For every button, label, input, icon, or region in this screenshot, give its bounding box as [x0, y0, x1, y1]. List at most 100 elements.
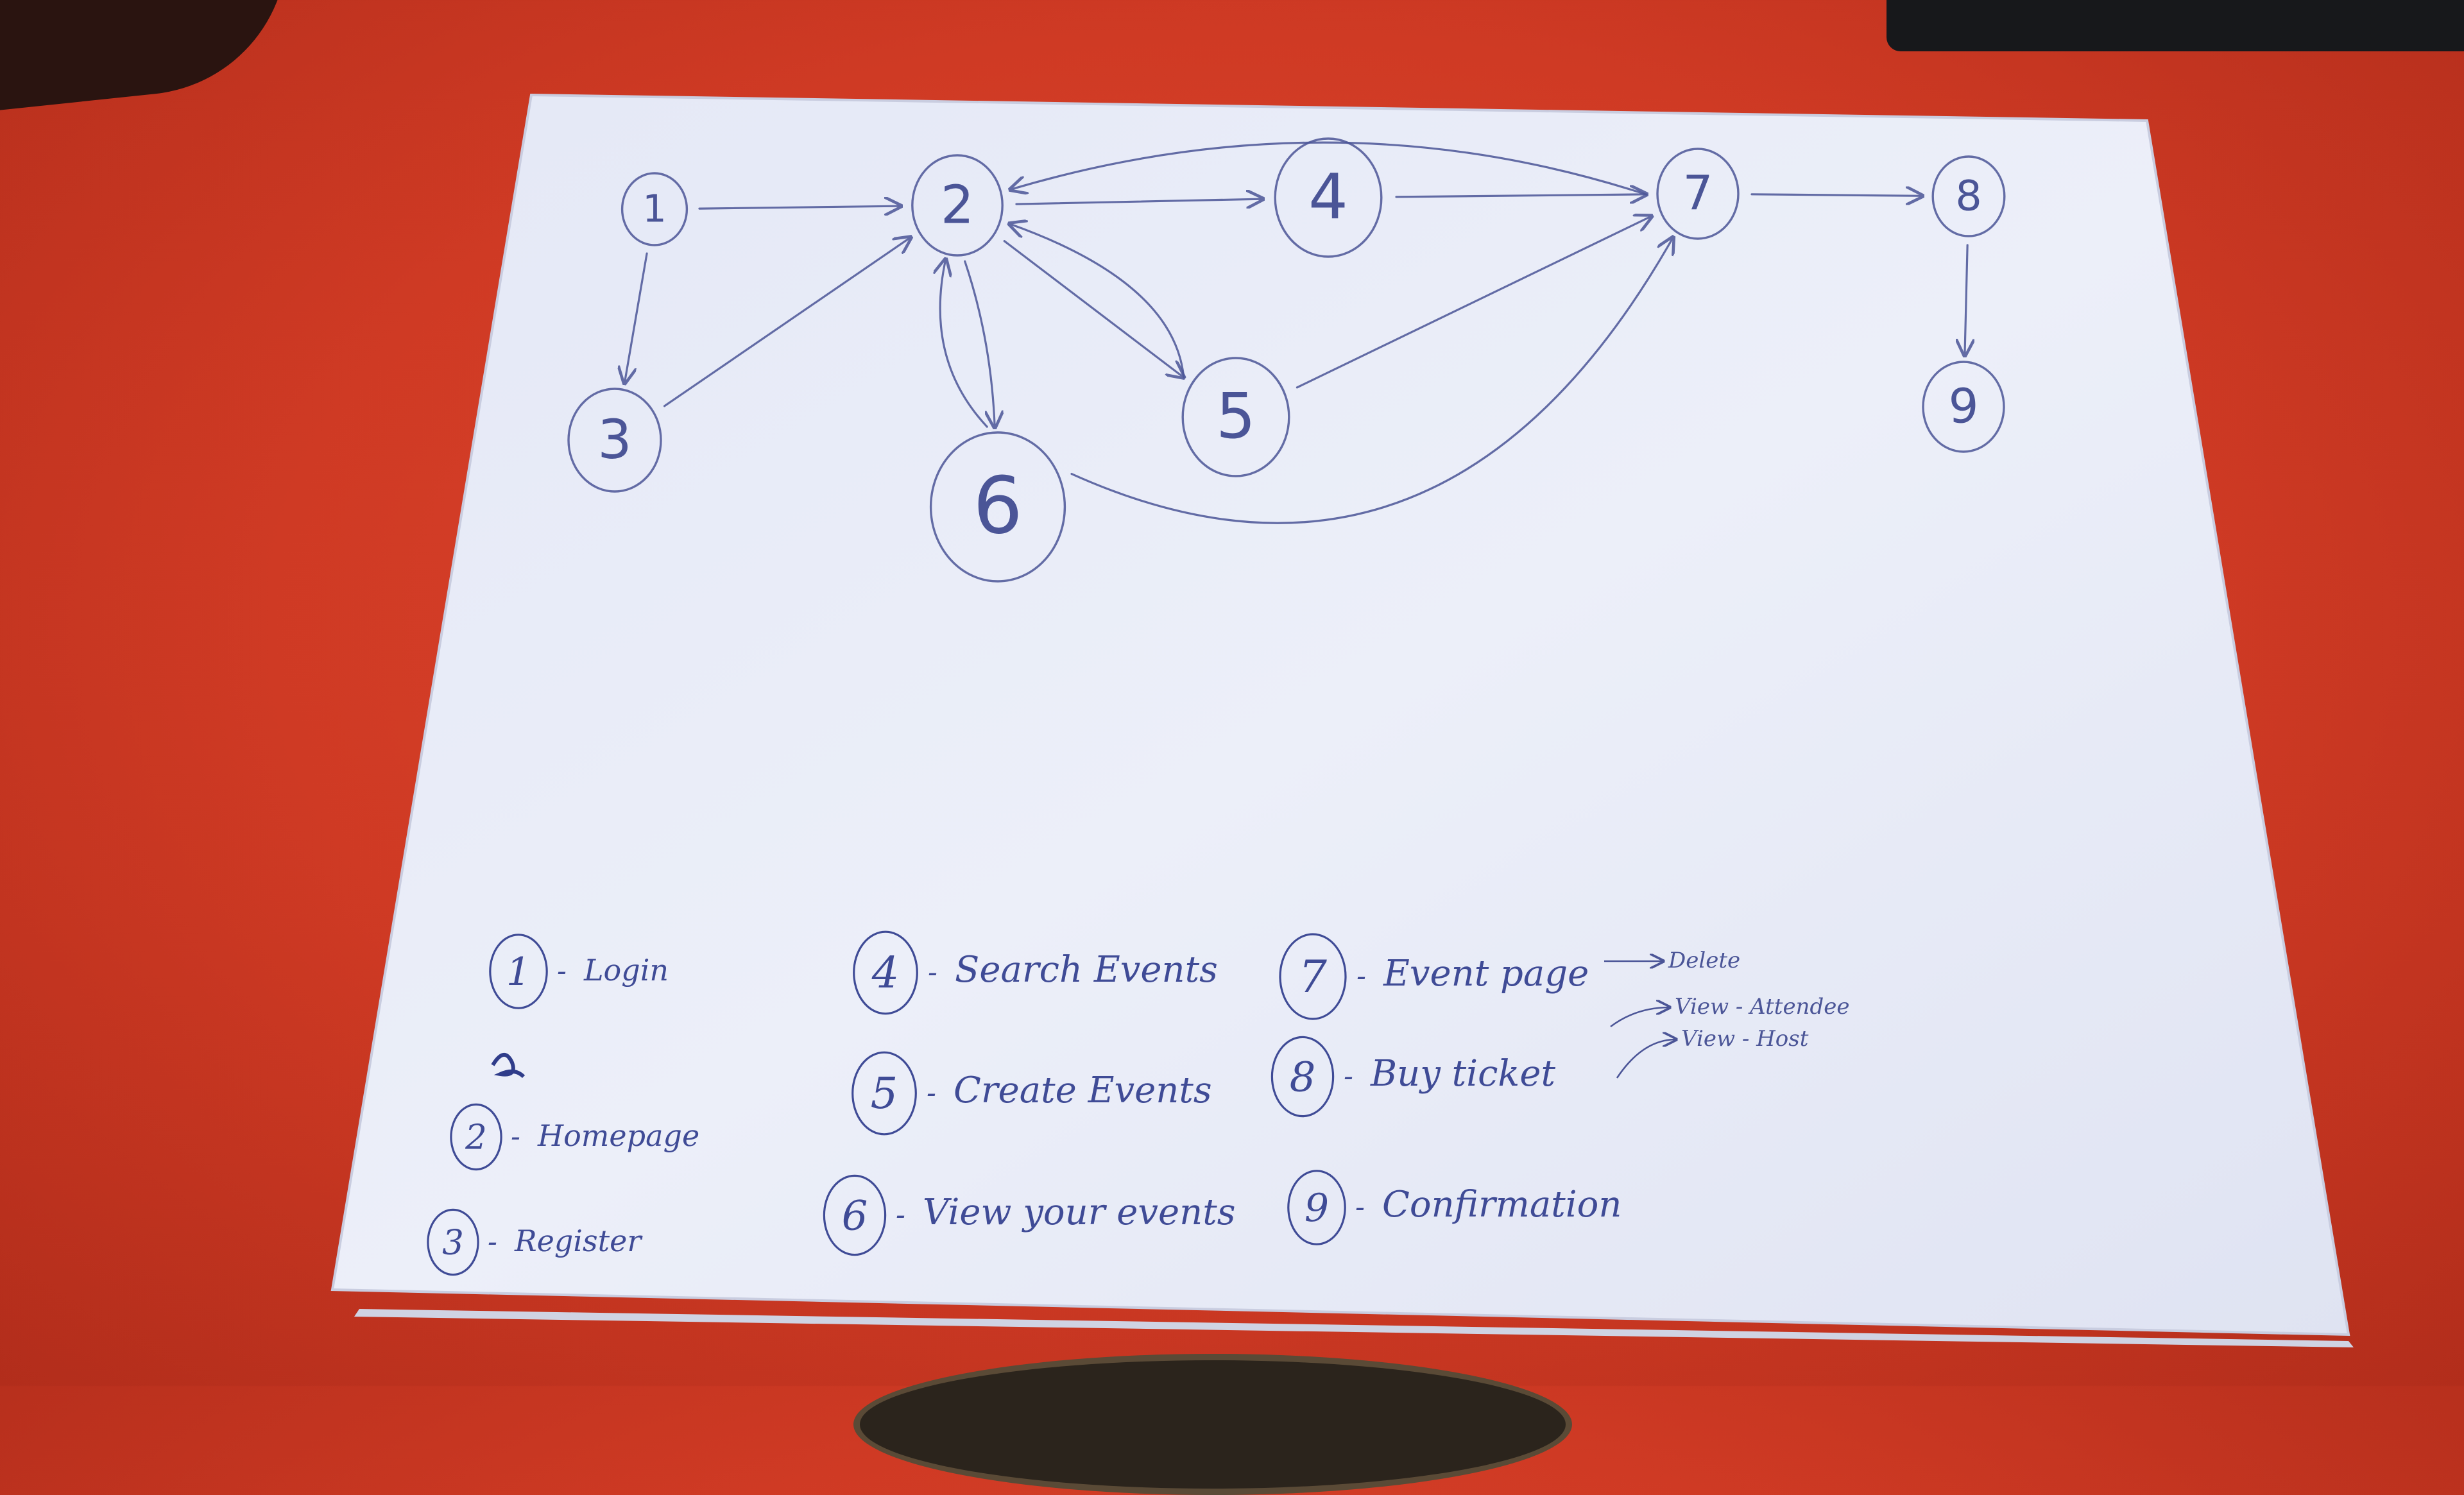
node-label: 5: [1216, 380, 1256, 452]
node-layer: 1 2 3 4 5 6 7 8 9: [567, 137, 2006, 583]
node-circle: [1274, 137, 1383, 258]
legend-circle: [823, 1174, 887, 1256]
node-3: 3: [567, 388, 662, 493]
legend-number: 9: [1305, 1186, 1329, 1231]
legend-circle: [1287, 1170, 1346, 1245]
edge-2-to-5: [1003, 240, 1184, 378]
action-arrow: [1616, 1039, 1676, 1079]
edge-2-to-6: [964, 260, 995, 427]
edge-7-to-2: [1010, 141, 1648, 196]
edge-6-to-7: [1070, 237, 1673, 524]
legend-text: Register: [514, 1224, 643, 1258]
edge-5-to-7: [1296, 216, 1652, 389]
edge-1-to-2: [698, 206, 901, 209]
legend-circle: [853, 930, 918, 1015]
legend-dash: -: [1356, 960, 1366, 993]
edge-7-to-8: [1750, 194, 1922, 196]
legend-entry-4: 4-Search Events: [853, 930, 1218, 1015]
node-circle: [1656, 148, 1740, 240]
node-circle: [1931, 155, 2006, 237]
paper-surface: [330, 93, 2350, 1337]
node-label: 7: [1682, 166, 1713, 221]
edge-4-to-7: [1395, 194, 1647, 197]
legend-entry-9: 9-Confirmation: [1287, 1170, 1621, 1245]
edge-2-to-4: [1015, 199, 1263, 204]
edge-3-to-2: [663, 237, 911, 407]
legend-entry-5: 5-Create Events: [851, 1051, 1212, 1136]
legend-dash: -: [896, 1199, 905, 1231]
node-1: 1: [620, 172, 689, 246]
node-6: 6: [929, 431, 1066, 583]
legend-entry-7: 7-Event page: [1279, 933, 1589, 1020]
node-circle: [1922, 361, 2005, 453]
node-7: 7: [1656, 148, 1740, 240]
legend-dash: -: [1344, 1060, 1353, 1093]
legend-text: Confirmation: [1382, 1184, 1621, 1226]
legend-number: 3: [442, 1223, 464, 1262]
node-circle: [911, 154, 1004, 257]
legend-circle: [851, 1051, 917, 1136]
node-circle: [620, 172, 689, 246]
legend-number: 1: [506, 950, 531, 995]
legend-circle: [427, 1208, 479, 1276]
action-1: View - Attendee: [1675, 994, 1849, 1020]
legend-number: 5: [871, 1068, 898, 1118]
legend-entry-3: 3-Register: [427, 1208, 643, 1276]
ink-scribble: [491, 1053, 526, 1079]
node-label: 3: [597, 408, 631, 471]
node-2: 2: [911, 154, 1004, 257]
legend-circle: [489, 934, 548, 1009]
node-circle: [1181, 357, 1290, 477]
legend-circle: [1270, 1036, 1335, 1118]
node-label: 4: [1308, 160, 1348, 233]
legend-dash: -: [928, 956, 937, 989]
legend-dash: -: [488, 1226, 497, 1258]
legend-text: Homepage: [537, 1118, 699, 1153]
legend-text: Buy ticket: [1370, 1053, 1556, 1095]
action-arrow: [1610, 1007, 1670, 1028]
legend-number: 6: [842, 1192, 868, 1240]
legend-number: 4: [871, 948, 900, 998]
legend-entry-2: 2-Homepage: [450, 1103, 699, 1171]
node-8: 8: [1931, 155, 2006, 237]
node-circle: [929, 431, 1066, 583]
node-4: 4: [1274, 137, 1383, 258]
edge-layer: [624, 141, 1967, 524]
legend-dash: -: [557, 955, 567, 987]
legend-text: View your events: [923, 1192, 1235, 1233]
node-label: 9: [1948, 379, 1978, 434]
laptop-edge-top-right: [1887, 0, 2464, 51]
node-label: 1: [642, 187, 667, 231]
legend-text: Search Events: [955, 949, 1218, 991]
legend-dash: -: [511, 1120, 520, 1153]
node-circle: [567, 388, 662, 493]
legend-entry-8: 8-Buy ticket: [1270, 1036, 1556, 1118]
node-label: 2: [941, 175, 974, 235]
legend-text: Event page: [1383, 953, 1589, 995]
legend-dash: -: [1355, 1191, 1365, 1224]
legend-circle: [450, 1103, 502, 1171]
node-9: 9: [1922, 361, 2005, 453]
legend-dash: -: [927, 1077, 936, 1109]
legend-number: 7: [1299, 952, 1327, 1003]
action-0: Delete: [1668, 948, 1740, 973]
paper-stack-edge: [354, 1309, 2354, 1347]
edge-6-to-2: [940, 259, 988, 428]
legend-number: 2: [465, 1118, 487, 1157]
node-5: 5: [1181, 357, 1290, 477]
legend-text: Create Events: [954, 1070, 1212, 1111]
edge-5-to-2: [1009, 224, 1185, 379]
action-2: View - Host: [1681, 1026, 1809, 1052]
legend-text: Login: [583, 953, 669, 987]
edge-8-to-9: [1965, 244, 1967, 355]
legend-circle: [1279, 933, 1347, 1020]
legend-number: 8: [1290, 1054, 1316, 1101]
node-label: 6: [973, 461, 1023, 552]
legend-entry-1: 1-Login: [489, 934, 669, 1009]
node-label: 8: [1955, 173, 1981, 221]
edge-1-to-3: [624, 252, 648, 383]
legend-entry-6: 6-View your events: [823, 1174, 1235, 1256]
